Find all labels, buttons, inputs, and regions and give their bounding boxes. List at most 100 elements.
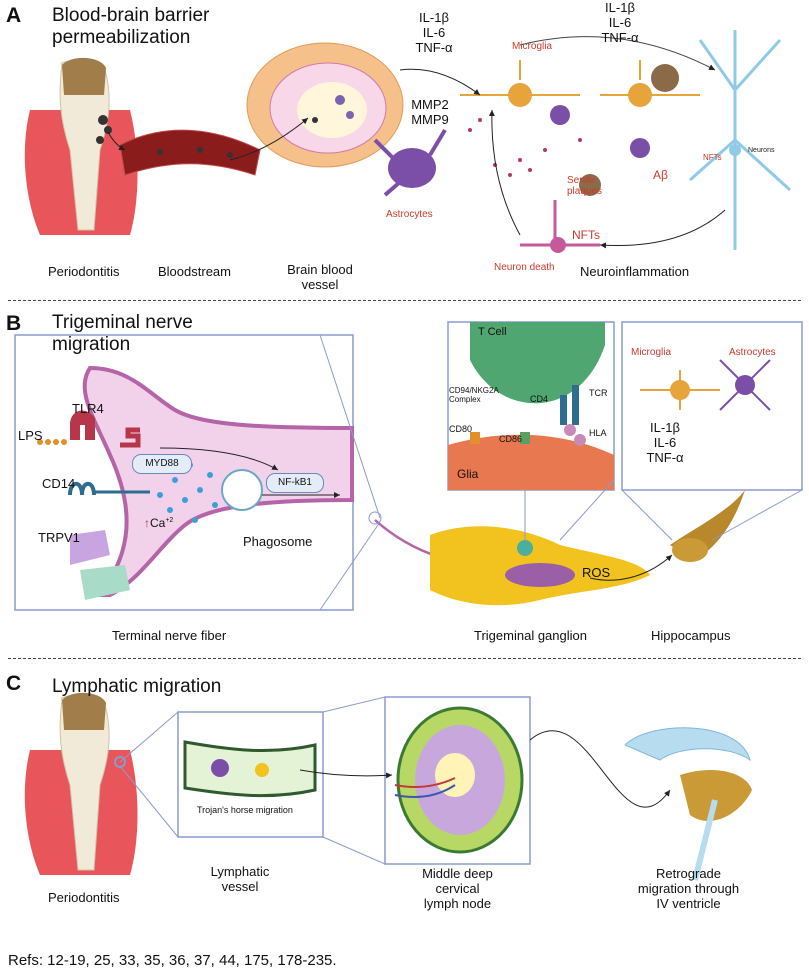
tcell-inset <box>447 321 615 541</box>
caption-bloodstream: Bloodstream <box>158 264 231 279</box>
caption-retro-line1: Retrograde <box>655 866 722 881</box>
panel-b-title-line2: migration <box>52 334 131 355</box>
astrocytes-label-a: Astrocytes <box>386 209 433 220</box>
senile-plaques-label: Senile plaques <box>567 175 603 197</box>
panel-b-title-line1: Trigeminal nerve <box>52 312 193 333</box>
myd88-pill: MYD88 <box>132 454 192 474</box>
caption-node-line1: Middle deep <box>422 866 493 881</box>
caption-lymph-node: Middle deep cervical lymph node <box>405 866 510 911</box>
trigeminal-ganglion <box>430 526 650 606</box>
references-text: Refs: 12-19, 25, 33, 35, 36, 37, 44, 175… <box>8 952 337 969</box>
ros-label: ROS <box>582 565 611 580</box>
caption-retro-line2: migration through <box>637 881 740 896</box>
astrocytes-label-b: Astrocytes <box>729 347 776 358</box>
cytokine-il1b: IL-1β <box>419 10 449 25</box>
lps-label: LPS <box>18 428 43 443</box>
abeta-label: Aβ <box>653 168 668 182</box>
brain-vessel-illustration <box>246 42 404 168</box>
cytokine-tnfa: TNF-α <box>601 30 639 45</box>
caption-brain-vessel-line1: Brain blood <box>287 262 353 277</box>
glia-label: Glia <box>457 467 479 481</box>
cytokine-il6: IL-6 <box>608 15 632 30</box>
panel-c-title: Lymphatic migration <box>52 676 222 697</box>
tlr4-label: TLR4 <box>72 401 104 416</box>
panel-a-letter: A <box>6 4 22 27</box>
tlr4-receptor <box>70 410 141 448</box>
lps-chain <box>37 439 67 445</box>
tcr-label: TCR <box>589 388 608 398</box>
caption-node-line2: cervical <box>435 881 480 896</box>
caption-node-line3: lymph node <box>423 896 492 911</box>
divider-ab <box>8 300 801 301</box>
nfts-small-label: NFTs <box>703 153 722 162</box>
cytokine-il1b: IL-1β <box>650 420 680 435</box>
microglia-cells <box>460 60 700 196</box>
cd14-receptor <box>68 481 150 496</box>
caption-retrograde: Retrograde migration through IV ventricl… <box>626 866 751 911</box>
lymph-node-box <box>322 696 531 865</box>
tooth-c-illustration <box>24 692 138 875</box>
cd14-label: CD14 <box>42 476 76 491</box>
tcell-label: T Cell <box>478 326 507 338</box>
cytokines-b: IL-1β IL-6 TNF-α <box>630 420 700 465</box>
panel-c-letter: C <box>6 672 22 695</box>
mmp2-label: MMP2 <box>411 97 449 112</box>
caption-brain-vessel-line2: vessel <box>301 277 339 292</box>
phagosome-label: Phagosome <box>243 534 313 549</box>
cd94-label: CD94/NKG2A Complex <box>449 386 499 404</box>
lymphatic-vessel-box <box>119 711 324 838</box>
microglia-inset <box>621 321 803 541</box>
ventricle-hippocampus-c <box>624 727 752 881</box>
divider-bc <box>8 658 801 659</box>
caption-neuroinflammation: Neuroinflammation <box>580 264 690 279</box>
caption-terminal-nerve: Terminal nerve fiber <box>112 628 227 643</box>
panel-a-title-line1: Blood-brain barrier <box>52 5 210 26</box>
trojan-horse-label: Trojan's horse migration <box>197 805 293 815</box>
neurons-label: Neurons <box>748 147 775 154</box>
caption-lymphatic-vessel: Lymphatic vessel <box>195 864 285 894</box>
cytokines-right: IL-1β IL-6 TNF-α <box>590 0 650 45</box>
cytokine-il6: IL-6 <box>653 435 677 450</box>
caption-brain-vessel: Brain blood vessel <box>270 262 370 292</box>
hla-label: HLA <box>589 428 607 438</box>
cytokine-tnfa: TNF-α <box>415 40 453 55</box>
neuron-right <box>689 30 792 250</box>
panel-b-letter: B <box>6 312 22 335</box>
cytokine-il1b: IL-1β <box>605 0 635 15</box>
neuron-death <box>520 200 600 253</box>
tooth-a-illustration <box>24 57 138 235</box>
astrocyte-a <box>373 128 447 197</box>
nfts-label: NFTs <box>572 228 600 242</box>
cd86-label: CD86 <box>499 434 523 444</box>
up-arrow-icon: ↑ <box>144 516 150 530</box>
terminal-nerve-box <box>14 334 381 611</box>
caption-lymph-line2: vessel <box>221 879 259 894</box>
caption-lymph-line1: Lymphatic <box>210 864 270 879</box>
caption-periodontitis-c: Periodontitis <box>48 890 120 905</box>
mmp-labels: MMP2 MMP9 <box>400 97 460 127</box>
trpv1-label: TRPV1 <box>38 530 80 545</box>
calcium-text: Ca <box>150 516 166 530</box>
nfkb1-pill: NF-kB1 <box>266 473 324 493</box>
hippocampus-b <box>670 490 745 562</box>
microglia-label-a: Microglia <box>512 41 553 52</box>
cd80-label: CD80 <box>449 424 473 434</box>
caption-hippocampus: Hippocampus <box>651 628 731 643</box>
caption-trigeminal-ganglion: Trigeminal ganglion <box>474 628 587 643</box>
caption-retro-line3: IV ventricle <box>656 896 721 911</box>
cytokine-il6: IL-6 <box>422 25 446 40</box>
phagosome-vesicle <box>221 469 263 511</box>
cytokines-left: IL-1β IL-6 TNF-α <box>404 10 464 55</box>
mmp9-label: MMP9 <box>411 112 449 127</box>
cytokine-tnfa: TNF-α <box>646 450 684 465</box>
microglia-label-b: Microglia <box>631 347 672 358</box>
calcium-charge: +2 <box>165 517 174 524</box>
inflammatory-particles-a <box>468 118 582 177</box>
trpv1-channel <box>70 530 130 600</box>
cd4-label: CD4 <box>530 394 549 404</box>
caption-periodontitis-a: Periodontitis <box>48 264 120 279</box>
calcium-label: ↑Ca+2 <box>144 516 173 530</box>
panel-a-title-line2: permeabilization <box>52 27 191 48</box>
bloodstream-vessel <box>119 129 261 176</box>
